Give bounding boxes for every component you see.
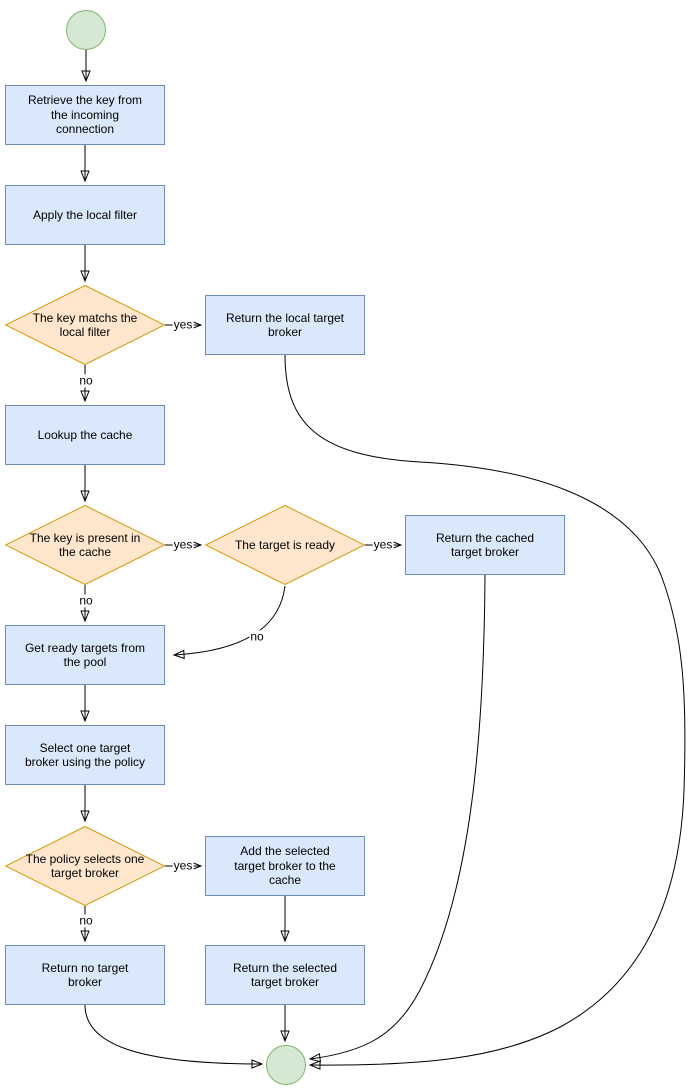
process-retrieve-key: Retrieve the key from the incoming conne… — [5, 85, 165, 145]
decision-policy-selects: The policy selects one target broker — [5, 826, 165, 906]
edge-targetready-no — [174, 585, 286, 655]
decision-key-present-label: The key is present in the cache — [29, 530, 141, 559]
process-get-ready-targets-label: Get ready targets from the pool — [24, 640, 146, 669]
edge-label-keymatch-no: no — [78, 373, 94, 388]
process-return-local: Return the local target broker — [205, 295, 365, 355]
process-return-local-label: Return the local target broker — [225, 310, 345, 339]
process-lookup-cache-label: Lookup the cache — [37, 427, 133, 442]
process-apply-filter-label: Apply the local filter — [32, 207, 138, 222]
process-return-none-label: Return no target broker — [41, 960, 129, 989]
edge-returnlocal-to-end — [284, 354, 686, 1065]
process-get-ready-targets: Get ready targets from the pool — [5, 625, 165, 685]
end-terminal — [266, 1045, 306, 1085]
process-return-cached-label: Return the cached target broker — [435, 530, 535, 559]
decision-key-matches: The key matchs the local filter — [5, 285, 165, 365]
process-add-selected-label: Add the selected target broker to the ca… — [234, 844, 336, 888]
decision-policy-selects-label: The policy selects one target broker — [25, 851, 145, 880]
decision-target-ready: The target is ready — [205, 505, 365, 585]
process-return-none: Return no target broker — [5, 945, 165, 1005]
diamond-shape — [205, 505, 365, 585]
edge-label-policy-yes: yes — [172, 858, 194, 873]
edge-returnnone-to-end — [84, 1004, 262, 1064]
edge-label-keypresent-yes: yes — [172, 537, 194, 552]
decision-key-matches-label: The key matchs the local filter — [32, 310, 138, 339]
process-return-cached: Return the cached target broker — [405, 515, 565, 575]
process-apply-filter: Apply the local filter — [5, 185, 165, 245]
edge-label-targetready-yes: yes — [372, 537, 394, 552]
edge-label-policy-no: no — [78, 913, 94, 928]
process-select-one-label: Select one target broker using the polic… — [24, 740, 146, 769]
process-return-selected-label: Return the selected target broker — [232, 960, 338, 989]
diamond-shape — [5, 826, 165, 906]
process-select-one: Select one target broker using the polic… — [5, 725, 165, 785]
edge-returncached-to-end — [310, 574, 486, 1059]
process-retrieve-key-label: Retrieve the key from the incoming conne… — [27, 93, 143, 137]
diamond-shape — [5, 285, 165, 365]
decision-target-ready-label: The target is ready — [234, 537, 336, 552]
edge-label-keymatch-yes: yes — [172, 317, 194, 332]
edge-label-keypresent-no: no — [78, 593, 94, 608]
start-terminal — [66, 10, 106, 50]
process-add-selected: Add the selected target broker to the ca… — [205, 836, 365, 896]
process-lookup-cache: Lookup the cache — [5, 405, 165, 465]
decision-key-present: The key is present in the cache — [5, 505, 165, 585]
edge-label-targetready-no: no — [249, 629, 265, 644]
process-return-selected: Return the selected target broker — [205, 945, 365, 1005]
diamond-shape — [5, 505, 165, 585]
